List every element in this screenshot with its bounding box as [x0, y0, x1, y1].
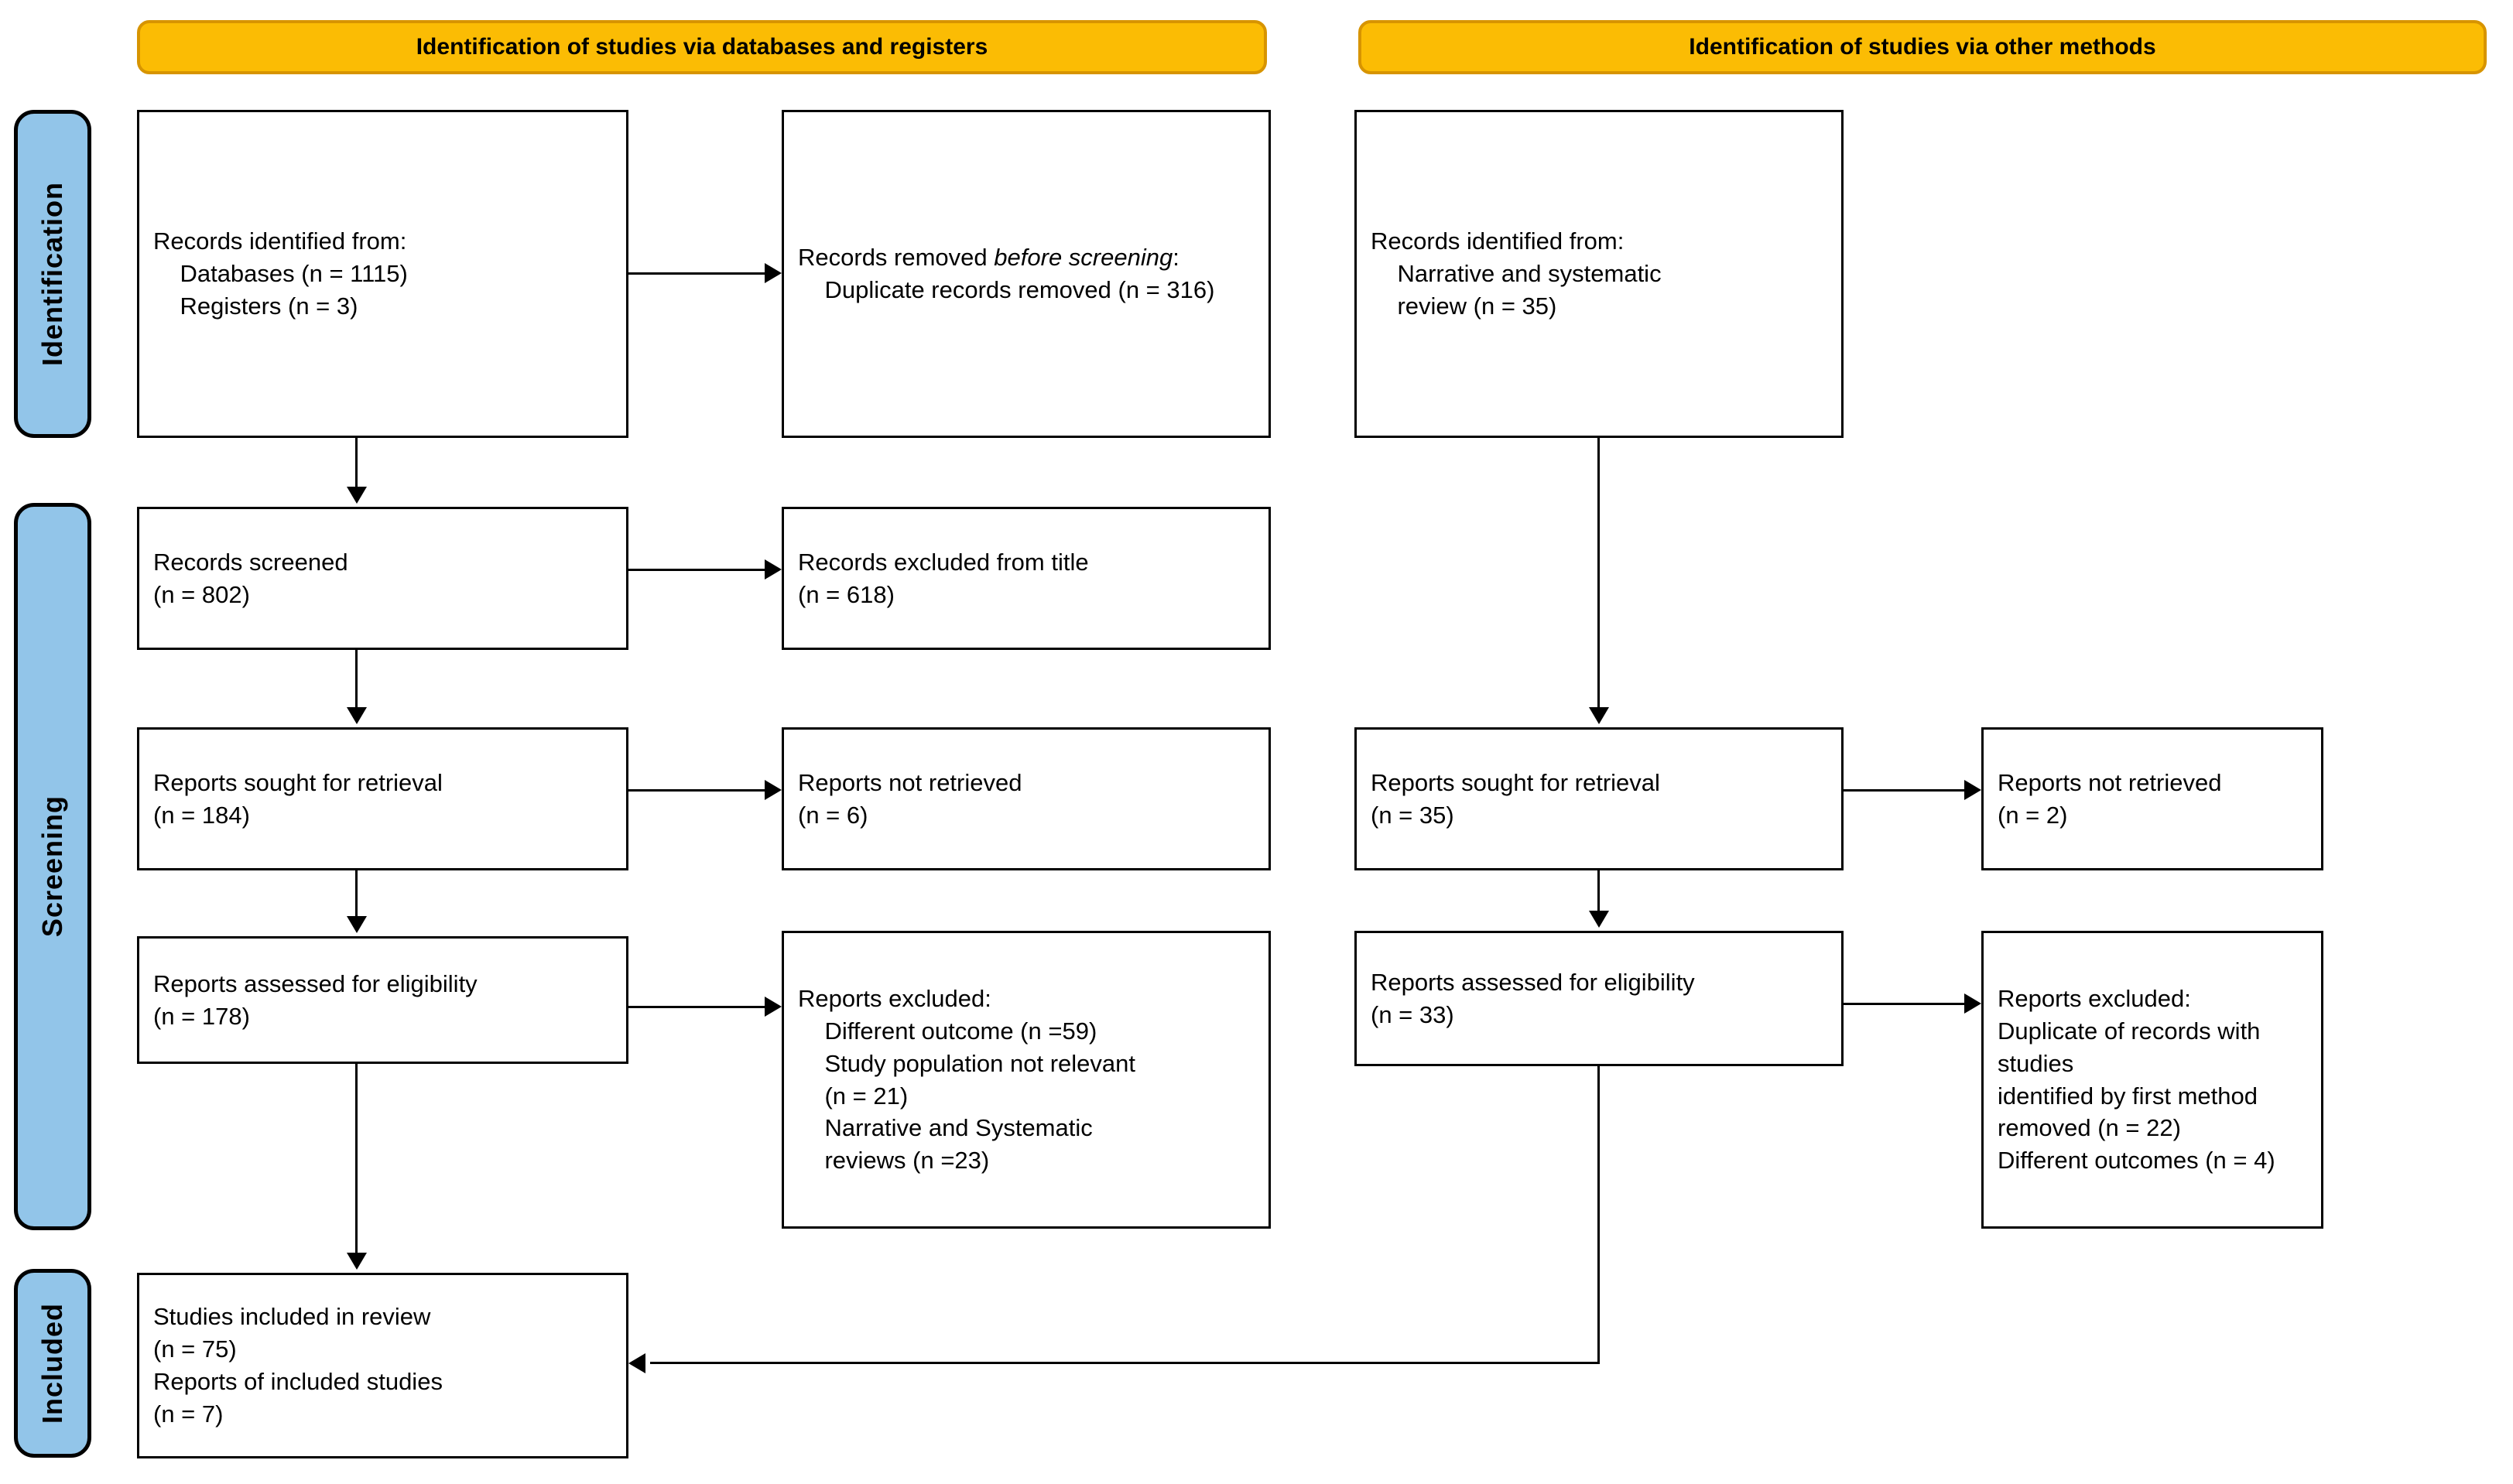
arrowhead-other-sought-to-assessed — [1589, 911, 1609, 928]
connector-assessed-to-included — [355, 1064, 358, 1254]
reports-not-retrieved-other-text: Reports not retrieved (n = 2) — [1998, 768, 2222, 829]
arrowhead-other-identified-to-sought — [1589, 707, 1609, 724]
reports-assessed-for-eligibility-other-text: Reports assessed for eligibility (n = 33… — [1371, 968, 1695, 1028]
records-excluded-from-title-box: Records excluded from title (n = 618) — [782, 507, 1271, 650]
arrowhead-other-sought-to-not-retrieved — [1964, 780, 1981, 800]
connector-assessed-to-excluded — [628, 1006, 765, 1008]
records-excluded-from-title-text: Records excluded from title (n = 618) — [798, 548, 1089, 608]
records-removed-before-screening-box: Records removed before screening: Duplic… — [782, 110, 1271, 438]
connector-sought-to-not-retrieved — [628, 789, 765, 792]
connector-other-assessed-to-included-vertical — [1597, 1066, 1600, 1363]
stage-bar-identification: Identification — [14, 110, 91, 438]
records-removed-before-screening-text: Records removed before screening: Duplic… — [798, 244, 1215, 303]
arrowhead-sought-to-not-retrieved — [765, 780, 782, 800]
banner-other-methods: Identification of studies via other meth… — [1358, 20, 2487, 74]
reports-excluded-databases-box: Reports excluded: Different outcome (n =… — [782, 931, 1271, 1229]
records-screened-text: Records screened (n = 802) — [153, 548, 348, 608]
reports-excluded-other-text: Reports excluded: Duplicate of records w… — [1998, 984, 2275, 1175]
records-identified-databases-box: Records identified from: Databases (n = … — [137, 110, 628, 438]
arrowhead-screened-to-reports-sought — [347, 707, 367, 724]
arrowhead-identified-to-screened — [347, 487, 367, 504]
arrowhead-other-assessed-to-excluded — [1964, 993, 1981, 1014]
records-identified-other-methods-box: Records identified from: Narrative and s… — [1354, 110, 1844, 438]
reports-not-retrieved-databases-text: Reports not retrieved (n = 6) — [798, 768, 1022, 829]
reports-assessed-for-eligibility-databases-box: Reports assessed for eligibility (n = 17… — [137, 936, 628, 1064]
connector-screened-to-excluded-title — [628, 569, 765, 571]
stage-bar-included-label: Included — [36, 1302, 68, 1424]
reports-not-retrieved-other-box: Reports not retrieved (n = 2) — [1981, 727, 2323, 870]
connector-identified-to-removed — [628, 272, 765, 275]
stage-bar-screening-label: Screening — [36, 795, 68, 938]
arrowhead-sought-to-assessed — [347, 916, 367, 933]
connector-other-assessed-to-excluded — [1844, 1003, 1964, 1005]
stage-bar-included: Included — [14, 1269, 91, 1458]
reports-sought-for-retrieval-databases-box: Reports sought for retrieval (n = 184) — [137, 727, 628, 870]
reports-excluded-other-box: Reports excluded: Duplicate of records w… — [1981, 931, 2323, 1229]
reports-assessed-for-eligibility-databases-text: Reports assessed for eligibility (n = 17… — [153, 969, 478, 1030]
connector-screened-to-reports-sought — [355, 650, 358, 709]
banner-databases-and-registers: Identification of studies via databases … — [137, 20, 1267, 74]
arrowhead-assessed-to-excluded — [765, 997, 782, 1017]
reports-assessed-for-eligibility-other-box: Reports assessed for eligibility (n = 33… — [1354, 931, 1844, 1066]
connector-other-identified-to-sought — [1597, 438, 1600, 709]
connector-other-assessed-to-included-horizontal — [650, 1362, 1600, 1364]
reports-excluded-databases-text: Reports excluded: Different outcome (n =… — [798, 984, 1136, 1175]
records-identified-other-methods-text: Records identified from: Narrative and s… — [1371, 227, 1662, 320]
banner-other-methods-label: Identification of studies via other meth… — [1689, 34, 2156, 60]
connector-other-sought-to-not-retrieved — [1844, 789, 1964, 792]
records-identified-databases-text: Records identified from: Databases (n = … — [153, 227, 408, 320]
banner-databases-and-registers-label: Identification of studies via databases … — [416, 34, 988, 60]
reports-sought-for-retrieval-other-box: Reports sought for retrieval (n = 35) — [1354, 727, 1844, 870]
arrowhead-screened-to-excluded-title — [765, 559, 782, 580]
stage-bar-identification-label: Identification — [36, 182, 68, 366]
arrowhead-identified-to-removed — [765, 263, 782, 283]
stage-bar-screening: Screening — [14, 503, 91, 1230]
records-screened-box: Records screened (n = 802) — [137, 507, 628, 650]
reports-sought-for-retrieval-databases-text: Reports sought for retrieval (n = 184) — [153, 768, 443, 829]
reports-not-retrieved-databases-box: Reports not retrieved (n = 6) — [782, 727, 1271, 870]
arrowhead-other-assessed-to-included — [628, 1353, 645, 1373]
studies-included-in-review-text: Studies included in review (n = 75) Repo… — [153, 1303, 443, 1428]
connector-sought-to-assessed — [355, 870, 358, 918]
connector-other-sought-to-assessed — [1597, 870, 1600, 912]
studies-included-in-review-box: Studies included in review (n = 75) Repo… — [137, 1273, 628, 1458]
connector-identified-to-screened — [355, 438, 358, 488]
arrowhead-assessed-to-included — [347, 1253, 367, 1270]
reports-sought-for-retrieval-other-text: Reports sought for retrieval (n = 35) — [1371, 768, 1660, 829]
